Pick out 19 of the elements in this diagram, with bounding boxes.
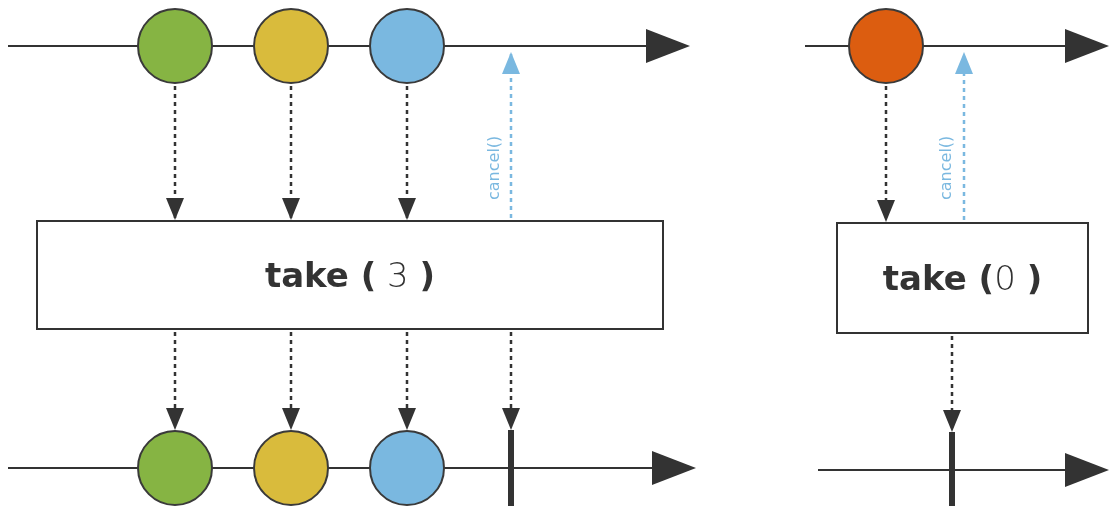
edge-label: cancel() bbox=[936, 135, 955, 200]
arrow bbox=[282, 332, 300, 430]
arrow bbox=[877, 86, 895, 222]
edge-label: cancel() bbox=[484, 135, 503, 200]
operator-label: take (0 ) bbox=[882, 258, 1043, 298]
operator-box bbox=[36, 220, 664, 330]
operator-label: take ( 3 ) bbox=[264, 255, 436, 295]
operator-box bbox=[836, 222, 1089, 334]
arrow bbox=[955, 52, 973, 220]
completion-bar bbox=[949, 432, 955, 506]
arrow bbox=[502, 332, 520, 430]
arrow bbox=[166, 332, 184, 430]
arrow bbox=[166, 86, 184, 220]
arrow bbox=[398, 332, 416, 430]
arrow bbox=[502, 52, 520, 218]
arrow bbox=[282, 86, 300, 220]
arrow bbox=[398, 86, 416, 220]
completion-bar bbox=[508, 430, 514, 506]
arrow bbox=[943, 336, 961, 432]
